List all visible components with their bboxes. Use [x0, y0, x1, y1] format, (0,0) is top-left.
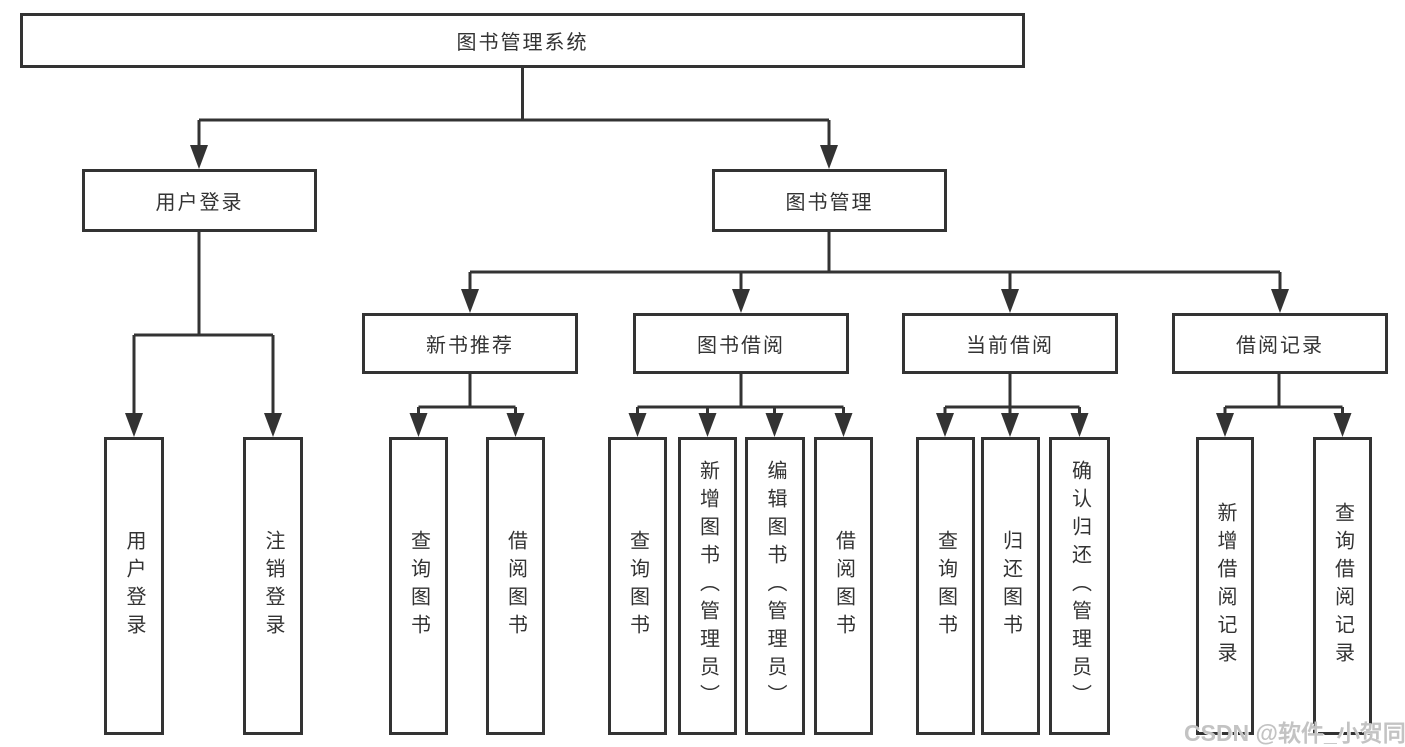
node-label: 用户登录 [155, 192, 244, 214]
leaf-edit-book-admin: 编辑图书（管理员） [745, 437, 805, 735]
node-label: 确认归还（管理员） [1068, 460, 1091, 712]
leaf-add-borrow-record: 新增借阅记录 [1196, 437, 1254, 735]
node-user-login: 用户登录 [82, 169, 317, 232]
node-label: 新书推荐 [426, 335, 514, 357]
node-label: 查询图书 [934, 530, 957, 642]
leaf-borrow-book-recommend: 借阅图书 [486, 437, 545, 735]
leaf-add-book-admin: 新增图书（管理员） [678, 437, 737, 735]
node-library-management-system: 图书管理系统 [20, 13, 1025, 68]
leaf-query-book-current: 查询图书 [916, 437, 975, 735]
connector-root-to-level2 [190, 68, 838, 169]
node-label: 编辑图书（管理员） [764, 460, 786, 712]
node-label: 新增图书（管理员） [696, 460, 719, 712]
leaf-logout: 注销登录 [243, 437, 303, 735]
node-label: 用户登录 [123, 530, 145, 642]
node-label: 借阅图书 [832, 530, 855, 642]
node-label: 借阅记录 [1236, 335, 1324, 357]
leaf-return-book: 归还图书 [981, 437, 1040, 735]
node-label: 当前借阅 [966, 335, 1054, 357]
connector-new-book-to-leaves [409, 374, 525, 437]
connector-book-mgmt-to-level3 [461, 232, 1289, 313]
node-label: 查询图书 [626, 530, 649, 642]
node-new-book-recommend: 新书推荐 [362, 313, 578, 374]
node-label: 归还图书 [999, 530, 1022, 642]
node-label: 图书管理系统 [456, 32, 589, 54]
node-borrow-record: 借阅记录 [1172, 313, 1388, 374]
leaf-confirm-return-admin: 确认归还（管理员） [1049, 437, 1110, 735]
leaf-query-book-recommend: 查询图书 [389, 437, 448, 735]
leaf-user-login: 用户登录 [104, 437, 164, 735]
leaf-borrow-book: 借阅图书 [814, 437, 873, 735]
node-label: 新增借阅记录 [1214, 502, 1236, 670]
connector-current-borrow-to-leaves [936, 374, 1089, 437]
watermark-text: CSDN @软件_小贺同学 [1184, 720, 1405, 746]
node-label: 借阅图书 [504, 530, 527, 642]
node-book-borrow: 图书借阅 [633, 313, 849, 374]
connector-user-login-to-leaves [125, 232, 282, 437]
leaf-query-borrow-record: 查询借阅记录 [1313, 437, 1372, 735]
connector-book-borrow-to-leaves [628, 374, 853, 437]
node-label: 注销登录 [262, 530, 284, 642]
node-label: 图书借阅 [697, 335, 785, 357]
node-current-borrow: 当前借阅 [902, 313, 1118, 374]
node-label: 查询借阅记录 [1331, 502, 1354, 670]
node-book-management: 图书管理 [712, 169, 947, 232]
node-label: 图书管理 [785, 192, 874, 214]
node-label: 查询图书 [407, 530, 430, 642]
leaf-query-book-borrow: 查询图书 [608, 437, 667, 735]
connector-borrow-record-to-leaves [1216, 374, 1352, 437]
